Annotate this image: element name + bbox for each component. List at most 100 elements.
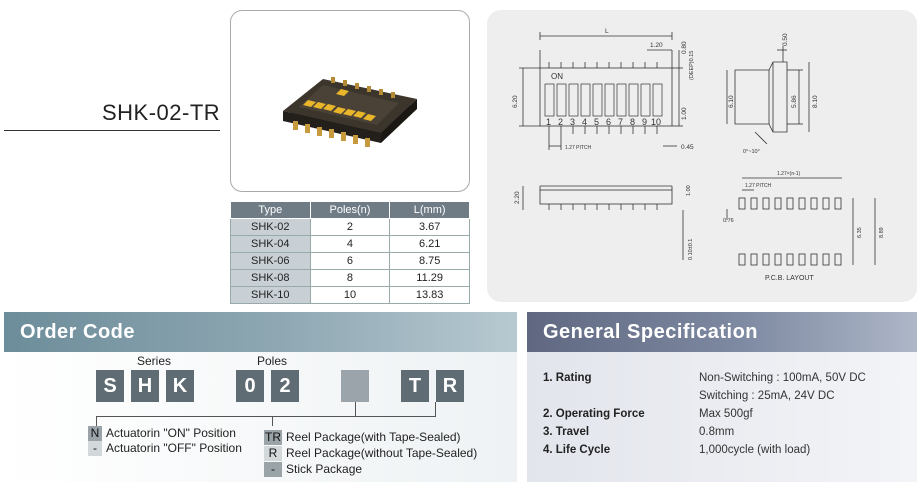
side-view-body (734, 61, 788, 133)
table-header-row: Type Poles(n) L(mm) (230, 201, 470, 219)
table-row: SHK-02 2 3.67 (230, 218, 470, 236)
code-box-actuator (341, 370, 369, 402)
side-dim-outer: 8.10 (812, 95, 819, 108)
table-cell-poles: 2 (309, 218, 391, 236)
spec-value-travel: 0.8mm (699, 426, 735, 438)
pin-number: 6 (606, 117, 611, 127)
spec-value-rating-1: Non-Switching : 100mA, 50V DC (699, 372, 866, 384)
pcb-dim-top: 1.27×(n-1) (777, 171, 801, 177)
table-cell-type: SHK-06 (230, 252, 311, 270)
table-header-type: Type (230, 201, 311, 219)
code-box-h: H (131, 370, 159, 402)
table-cell-length: 8.75 (389, 252, 470, 270)
spec-key-travel: 3. Travel (543, 426, 590, 438)
actuator-option-code: N (88, 426, 102, 441)
pin-number: 4 (582, 117, 587, 127)
dim-pad-label: 1.00 (681, 107, 688, 120)
pitch-label: 1.27 PITCH (565, 145, 592, 151)
code-box-t: T (401, 370, 429, 402)
side-dim-left: 6.10 (728, 95, 735, 108)
dim-height-label: 6.20 (512, 95, 519, 108)
pin-number: 1 (546, 117, 551, 127)
pin-number: 10 (651, 117, 661, 127)
package-option-text: Reel Package(without Tape-Sealed) (286, 446, 478, 460)
code-box-pole-tens: 0 (236, 370, 264, 402)
code-box-pole-units: 2 (271, 370, 299, 402)
dimension-drawing: L 1.20 0.80 (DEEP)0.15 1.00 6.20 0.45 1.… (512, 28, 885, 282)
spec-value-rating-2: Switching : 25mA, 24V DC (699, 390, 835, 402)
dim-gap-label: (DEEP)0.15 (689, 51, 695, 80)
side-dim-angle: 0°~10° (743, 149, 760, 155)
table-cell-poles: 10 (309, 286, 391, 304)
pcb-dim-h2: 8.89 (879, 227, 885, 238)
pcb-dim-pad: 0.76 (723, 218, 734, 224)
table-row: SHK-04 4 6.21 (230, 235, 470, 253)
table-header-length: L(mm) (389, 201, 470, 219)
package-option-code: R (264, 446, 282, 461)
connector-line (355, 402, 356, 416)
pin-number: 3 (570, 117, 575, 127)
actuator-option-code: - (88, 441, 102, 456)
poles-label: Poles (257, 354, 288, 368)
dim-l-label: L (605, 28, 609, 35)
pcb-caption: P.C.B. LAYOUT (765, 275, 814, 282)
code-box-r: R (436, 370, 464, 402)
general-spec-header: General Specification (527, 312, 917, 352)
connector-line (96, 416, 356, 417)
table-cell-type: SHK-04 (230, 235, 311, 253)
actuator-option-text: Actuatorin "ON" Position (106, 426, 236, 440)
side-dim-top: 0.50 (782, 33, 789, 46)
spec-key-operating-force: 2. Operating Force (543, 408, 645, 420)
front-dim-lead: 0.10±0.1 (688, 239, 694, 260)
on-label: ON (551, 72, 563, 81)
pcb-pitch-label: 1.27 PITCH (745, 183, 772, 189)
table-cell-length: 13.83 (389, 286, 470, 304)
table-cell-type: SHK-02 (230, 218, 311, 236)
side-dim-inner: 5.86 (791, 95, 798, 108)
pin-number: 5 (594, 117, 599, 127)
product-model-title: SHK-02-TR (102, 100, 221, 125)
dim-top-label: 0.80 (681, 41, 688, 54)
series-label: Series (137, 354, 172, 368)
dip-switch-image (283, 77, 417, 147)
code-box-s: S (96, 370, 124, 402)
table-cell-length: 3.67 (389, 218, 470, 236)
order-code-header: Order Code (4, 312, 517, 352)
connector-line (96, 416, 97, 426)
spec-key-rating: 1. Rating (543, 372, 592, 384)
table-cell-type: SHK-08 (230, 269, 311, 287)
table-cell-length: 11.29 (389, 269, 470, 287)
connector-line (272, 416, 273, 426)
package-option-code: - (264, 462, 282, 477)
table-row: SHK-08 8 11.29 (230, 269, 470, 287)
front-dim-right: 1.00 (686, 185, 692, 196)
product-photo (230, 10, 470, 192)
package-option-text: Stick Package (286, 462, 363, 476)
table-cell-poles: 6 (309, 252, 391, 270)
table-cell-length: 6.21 (389, 235, 470, 253)
connector-line (272, 416, 436, 417)
package-option-code: TR (264, 430, 282, 445)
title-underline (4, 130, 220, 131)
table-cell-poles: 4 (309, 235, 391, 253)
pin-number: 9 (642, 117, 647, 127)
actuator-option-text: Actuatorin "OFF" Position (106, 441, 242, 455)
spec-value-life-cycle: 1,000cycle (with load) (699, 444, 811, 456)
front-view-body (539, 189, 673, 205)
dim-pitch-label: 1.20 (650, 42, 663, 49)
connector-line (435, 402, 436, 416)
dim-bottom-label: 0.45 (681, 144, 694, 151)
technical-drawing-panel: L 1.20 0.80 (DEEP)0.15 1.00 6.20 0.45 1.… (487, 10, 917, 302)
pin-number: 2 (558, 117, 563, 127)
front-dim-height: 2.20 (514, 191, 521, 204)
pin-number: 8 (630, 117, 635, 127)
table-row: SHK-06 6 8.75 (230, 252, 470, 270)
spec-key-life-cycle: 4. Life Cycle (543, 444, 611, 456)
table-row: SHK-10 10 13.83 (230, 286, 470, 304)
table-cell-poles: 8 (309, 269, 391, 287)
package-option-text: Reel Package(with Tape-Sealed) (286, 430, 461, 444)
type-table: Type Poles(n) L(mm) SHK-02 2 3.67 SHK-04… (230, 201, 470, 304)
top-view-body (539, 67, 673, 127)
code-box-k: K (166, 370, 194, 402)
general-spec-body (527, 352, 917, 482)
